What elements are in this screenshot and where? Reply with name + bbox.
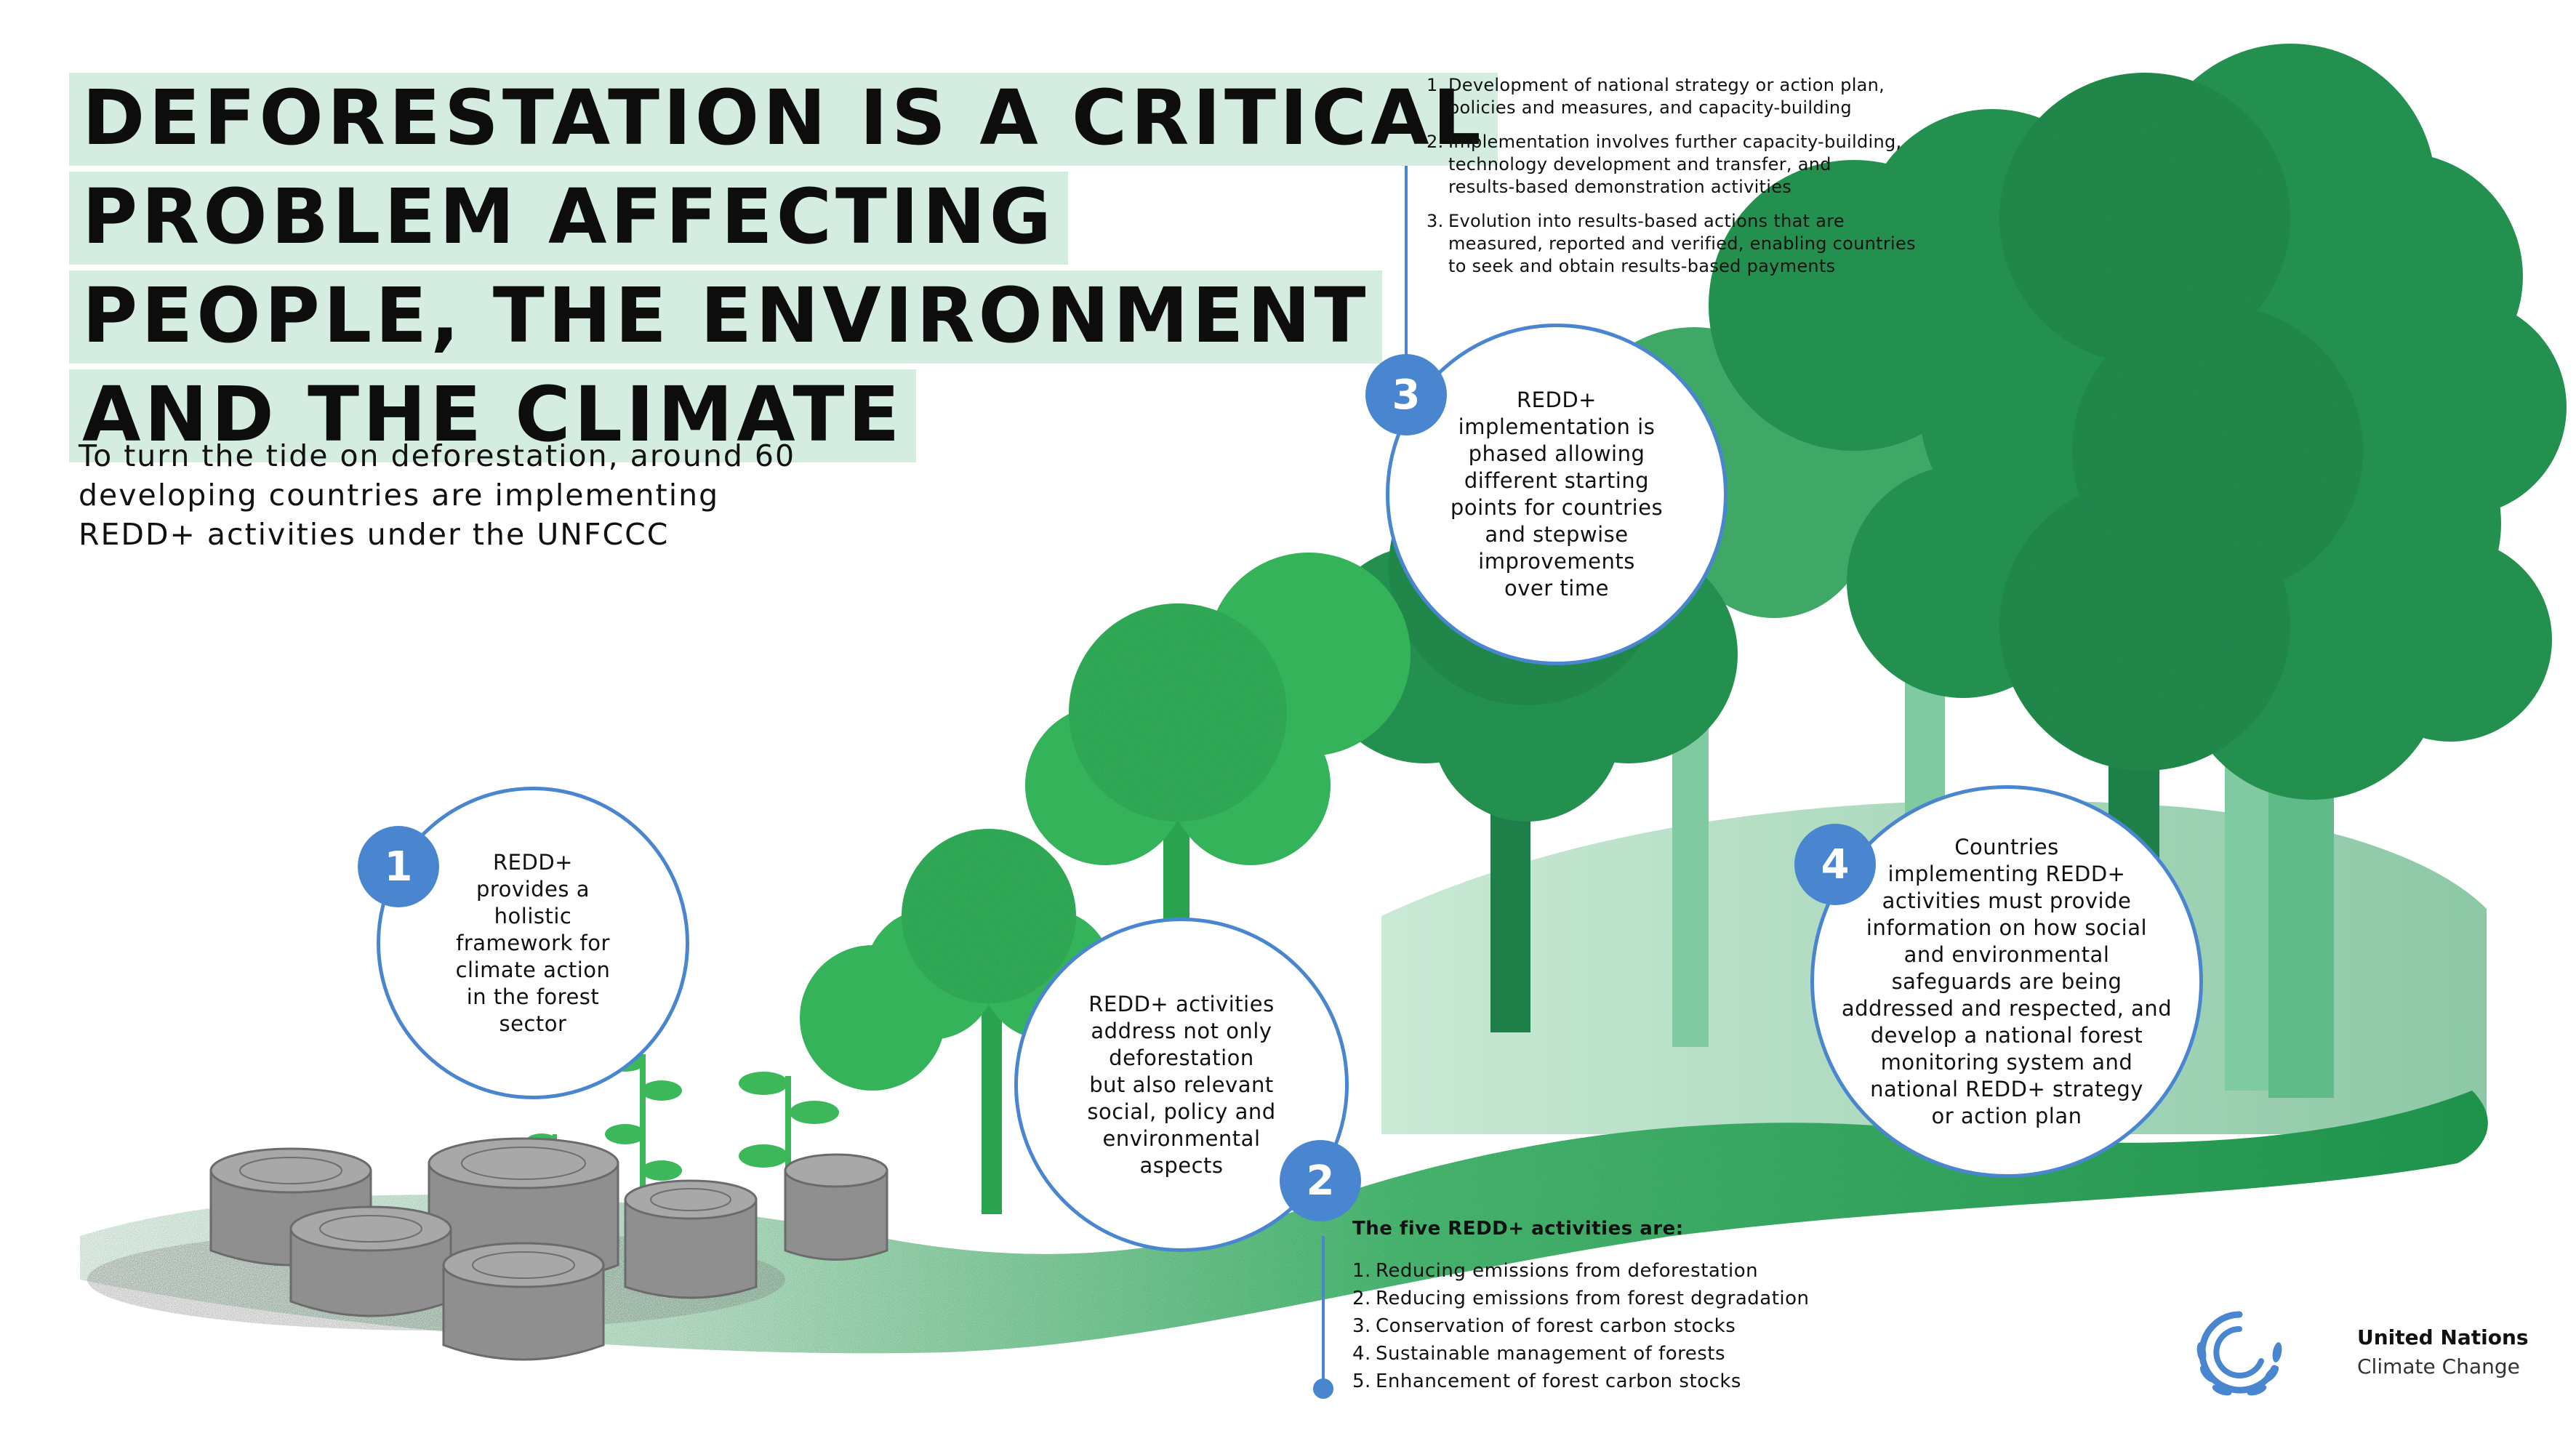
step-text-line: implementation is — [1458, 414, 1656, 439]
step-text-line: points for countries — [1450, 495, 1664, 520]
step-1-badge: 1 — [358, 826, 439, 907]
step-text-line: information on how social — [1866, 915, 2148, 940]
item-text: Sustainable management of forests — [1376, 1343, 1725, 1365]
activities-list: The five REDD+ activities are: 1.Reducin… — [1352, 1218, 1810, 1395]
headline-line: AND THE CLIMATE — [69, 369, 917, 462]
item-text: Reducing emissions from deforestation — [1376, 1260, 1759, 1282]
step-text-line: activities must provide — [1882, 888, 2132, 913]
step-text-line: address not only — [1091, 1018, 1272, 1043]
item-text-line: Implementation involves further capacity… — [1448, 132, 1902, 152]
step-text-line: national REDD+ strategy — [1870, 1076, 2143, 1101]
headline-line: PEOPLE, THE ENVIRONMENT — [69, 270, 1383, 364]
item-text-line: Development of national strategy or acti… — [1448, 75, 1885, 95]
medium-trees — [800, 553, 1411, 1214]
step-text-line: over time — [1504, 576, 1609, 601]
step-text-line: REDD+ — [493, 849, 573, 875]
step-text-line: improvements — [1478, 549, 1635, 574]
logo-text: United Nations Climate Change — [2357, 1323, 2529, 1381]
step-text-line: phased allowing — [1468, 441, 1645, 466]
item-text-line: results-based demonstration activities — [1448, 177, 1792, 197]
item-number: 2. — [1427, 132, 1444, 152]
item-text: Enhancement of forest carbon stocks — [1376, 1370, 1741, 1392]
step-text-line: implementing REDD+ — [1887, 861, 2126, 886]
list-item: 5.Enhancement of forest carbon stocks — [1352, 1368, 1810, 1395]
item-number: 3. — [1427, 211, 1444, 231]
step-text-line: REDD+ — [1517, 388, 1597, 412]
item-text: Evolution into results-based actions tha… — [1448, 210, 1916, 278]
item-text: Reducing emissions from forest degradati… — [1376, 1288, 1810, 1309]
step-text-line: in the forest — [466, 984, 600, 1009]
subtitle: To turn the tide on deforestation, aroun… — [79, 436, 795, 554]
step-text-line: different starting — [1464, 468, 1650, 493]
step-text-line: sector — [499, 1011, 567, 1036]
step-text-line: social, policy and — [1087, 1099, 1276, 1124]
headline-line: DEFORESTATION IS A CRITICAL — [69, 73, 1498, 166]
item-text-line: to seek and obtain results-based payment… — [1448, 256, 1836, 276]
step-2-badge: 2 — [1280, 1140, 1361, 1221]
step-text-line: develop a national forest — [1870, 1022, 2143, 1048]
step-2-text: REDD+ activities address not only defore… — [1087, 991, 1275, 1179]
item-text-line: technology development and transfer, and — [1448, 154, 1831, 174]
step-4-text: Countries implementing REDD+ activities … — [1842, 834, 2172, 1130]
list-item: 4.Sustainable management of forests — [1352, 1340, 1810, 1368]
item-number: 5. — [1352, 1370, 1371, 1392]
list-item: 3.Conservation of forest carbon stocks — [1352, 1312, 1810, 1340]
step-text-line: and environmental — [1903, 942, 2110, 967]
step-text-line: deforestation — [1109, 1045, 1254, 1070]
item-number: 4. — [1352, 1343, 1371, 1365]
tree-stumps — [209, 1137, 888, 1361]
phases-list: 1. Development of national strategy or a… — [1427, 74, 1916, 289]
step-3-circle: REDD+ implementation is phased allowing … — [1386, 324, 1728, 665]
list-item: 2.Reducing emissions from forest degrada… — [1352, 1285, 1810, 1312]
item-number: 1. — [1352, 1260, 1371, 1282]
item-text-line: Evolution into results-based actions tha… — [1448, 211, 1845, 231]
item-number: 3. — [1352, 1315, 1371, 1337]
step-text-line: holistic — [494, 903, 572, 928]
step-text-line: framework for — [456, 930, 610, 955]
list-item: 2. Implementation involves further capac… — [1427, 131, 1916, 198]
activities-heading: The five REDD+ activities are: — [1352, 1218, 1684, 1240]
step-text-line: provides a — [476, 876, 590, 902]
step-3-text: REDD+ implementation is phased allowing … — [1450, 387, 1663, 602]
step-1-circle: REDD+ provides a holistic framework for … — [377, 787, 689, 1099]
headline-line: PROBLEM AFFECTING — [69, 172, 1068, 265]
step-text-line: safeguards are being — [1891, 968, 2122, 994]
list-item: 3. Evolution into results-based actions … — [1427, 210, 1916, 278]
step-text-line: environmental — [1102, 1125, 1261, 1151]
logo-line-1: United Nations — [2357, 1325, 2529, 1349]
item-text: Conservation of forest carbon stocks — [1376, 1315, 1736, 1337]
step-text-line: climate action — [455, 957, 611, 982]
subtitle-line: developing countries are implementing — [79, 478, 720, 513]
step-text-line: aspects — [1139, 1152, 1224, 1178]
item-text-line: measured, reported and verified, enablin… — [1448, 233, 1916, 254]
item-text: Implementation involves further capacity… — [1448, 131, 1901, 198]
subtitle-line: To turn the tide on deforestation, aroun… — [79, 438, 796, 473]
step-4-circle: Countries implementing REDD+ activities … — [1810, 785, 2203, 1178]
step-text-line: addressed and respected, and — [1841, 995, 2172, 1021]
unfccc-logo-icon — [2196, 1311, 2282, 1396]
list-item: 1. Development of national strategy or a… — [1427, 74, 1916, 119]
step-text-line: but also relevant — [1089, 1072, 1274, 1097]
step-3-badge: 3 — [1365, 354, 1447, 435]
logo-line-2: Climate Change — [2357, 1354, 2520, 1378]
item-text-line: policies and measures, and capacity-buil… — [1448, 97, 1852, 118]
step-text-line: and stepwise — [1485, 522, 1629, 547]
step-text-line: monitoring system and — [1880, 1049, 2133, 1075]
step-text-line: or action plan — [1931, 1103, 2082, 1128]
step-text-line: REDD+ activities — [1088, 991, 1275, 1016]
step-text-line: Countries — [1954, 834, 2059, 859]
item-text: Development of national strategy or acti… — [1448, 74, 1885, 119]
step-4-badge: 4 — [1794, 824, 1876, 905]
item-number: 1. — [1427, 75, 1444, 95]
list-item: 1.Reducing emissions from deforestation — [1352, 1257, 1810, 1285]
step-2-circle: REDD+ activities address not only defore… — [1014, 918, 1349, 1252]
headline: DEFORESTATION IS A CRITICAL PROBLEM AFFE… — [69, 73, 1498, 468]
item-number: 2. — [1352, 1288, 1371, 1309]
subtitle-line: REDD+ activities under the UNFCCC — [79, 517, 670, 552]
step-1-text: REDD+ provides a holistic framework for … — [456, 849, 611, 1037]
